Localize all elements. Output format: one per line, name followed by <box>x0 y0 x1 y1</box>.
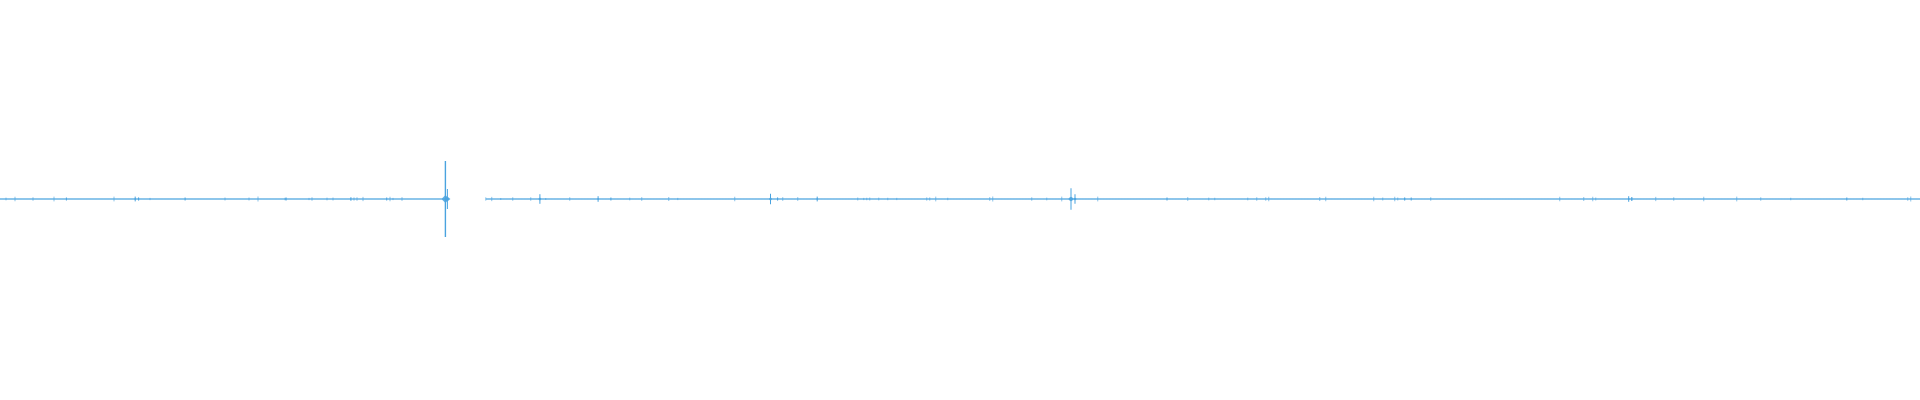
waveform-transient <box>444 196 451 202</box>
waveform-transient <box>596 197 600 201</box>
waveform-clip-2[interactable] <box>485 188 1920 210</box>
waveform-transient <box>768 197 773 201</box>
waveform-noise <box>485 196 1920 202</box>
waveform-transient <box>815 197 819 201</box>
waveform-transient <box>133 197 137 201</box>
waveform-transient <box>1073 197 1077 201</box>
waveform-transient <box>1403 197 1406 201</box>
waveform-transient <box>776 197 779 201</box>
waveform-transient <box>537 197 542 201</box>
waveform-noise <box>0 196 448 202</box>
waveform-clip-1[interactable] <box>0 161 451 237</box>
waveform-transient <box>1630 197 1634 201</box>
waveform-segments <box>0 161 1920 237</box>
waveform-transient <box>1067 196 1075 202</box>
waveform-transient <box>137 197 140 201</box>
waveform-transient <box>1627 197 1631 201</box>
